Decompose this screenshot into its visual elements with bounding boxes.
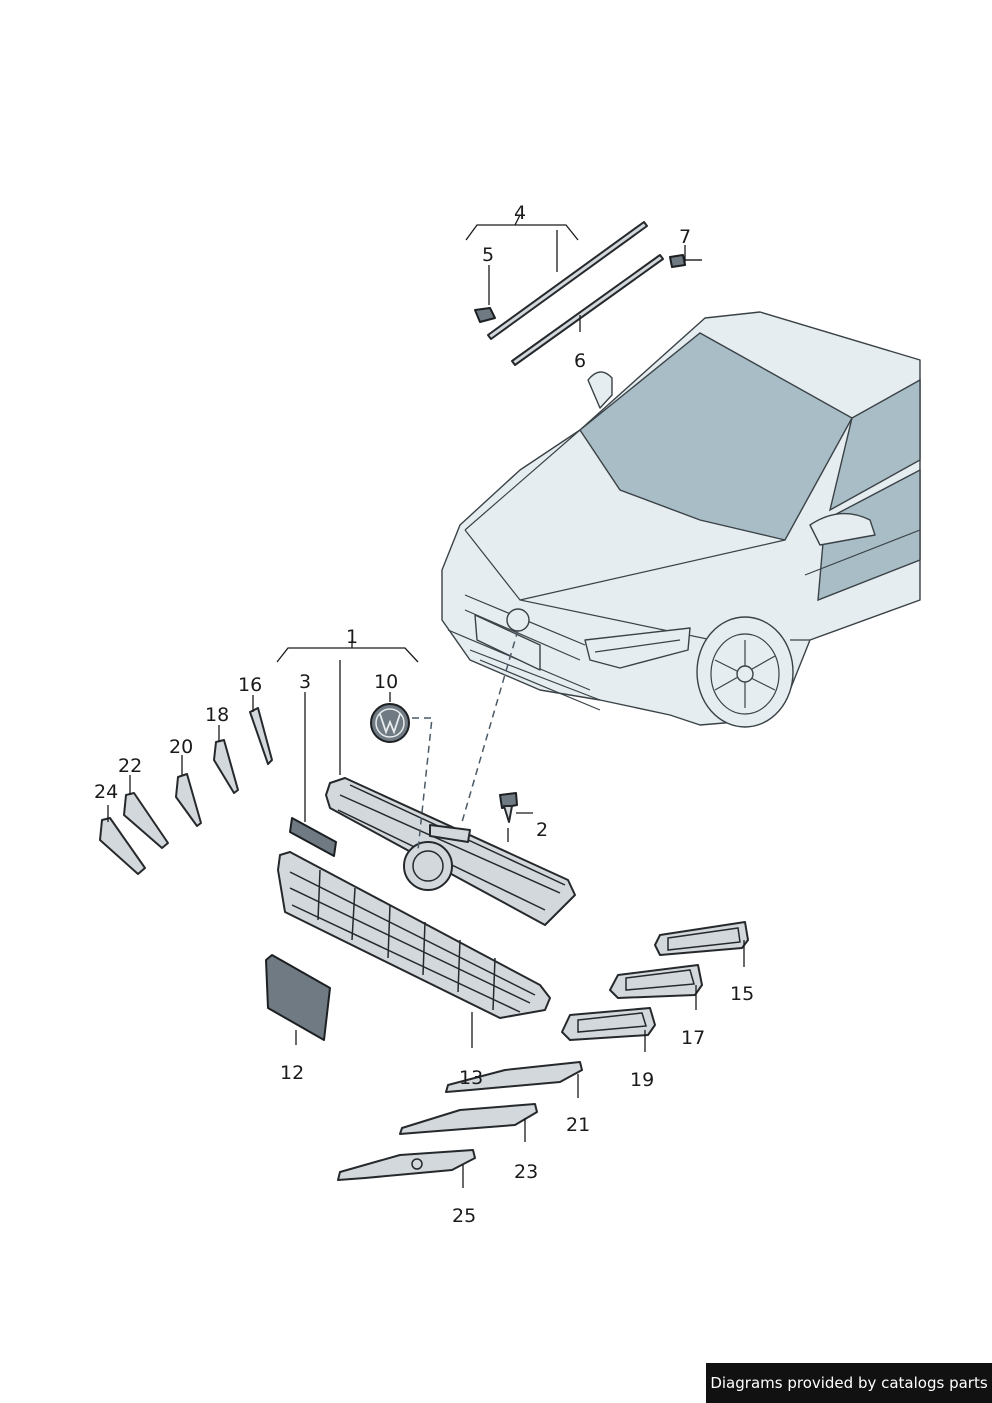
callout-23: 23: [514, 1161, 538, 1183]
callout-18: 18: [205, 704, 229, 726]
frame-19: [561, 1007, 656, 1041]
vw-emblem-10: [370, 703, 410, 743]
trim-24: [99, 817, 146, 875]
callout-16: 16: [238, 674, 262, 696]
callout-1: 1: [346, 626, 358, 648]
callout-6: 6: [574, 350, 586, 372]
trim-16: [249, 707, 273, 765]
callout-22: 22: [118, 755, 142, 777]
badge-3: [289, 817, 337, 857]
callout-7: 7: [679, 226, 691, 248]
callout-21: 21: [566, 1114, 590, 1136]
lower-grille-13: [277, 851, 551, 1019]
assembly-lines: [412, 629, 519, 851]
frame-17: [609, 964, 703, 999]
callout-5: 5: [482, 244, 494, 266]
strip-21: [445, 1061, 583, 1093]
callout-4: 4: [514, 202, 526, 224]
callout-12: 12: [280, 1062, 304, 1084]
callout-13: 13: [459, 1067, 483, 1089]
callout-labels: 4 5 7 6 1 16 3 10 18 20 22 24 2 15 17 12…: [94, 202, 754, 1227]
callout-2: 2: [536, 819, 548, 841]
screw-2: [499, 792, 518, 823]
clip-5: [474, 307, 496, 323]
radiator-grille-1: [325, 777, 576, 926]
callout-25: 25: [452, 1205, 476, 1227]
strip-25: [337, 1149, 476, 1181]
callout-15: 15: [730, 983, 754, 1005]
trim-22: [123, 792, 169, 849]
leader-lines: [107, 214, 745, 1188]
callout-19: 19: [630, 1069, 654, 1091]
insert-15: [654, 921, 749, 956]
footer-credit[interactable]: Diagrams provided by catalogs parts: [706, 1363, 992, 1403]
car-illustration: [441, 311, 921, 728]
callout-24: 24: [94, 781, 118, 803]
callout-17: 17: [681, 1027, 705, 1049]
callout-20: 20: [169, 736, 193, 758]
strip-23: [399, 1103, 538, 1135]
callout-3: 3: [299, 671, 311, 693]
plate-holder-12: [265, 954, 331, 1041]
trim-18: [213, 739, 239, 794]
screw-7: [669, 254, 702, 268]
trim-strip-4: [487, 221, 664, 366]
callout-10: 10: [374, 671, 398, 693]
trim-20: [175, 773, 202, 827]
